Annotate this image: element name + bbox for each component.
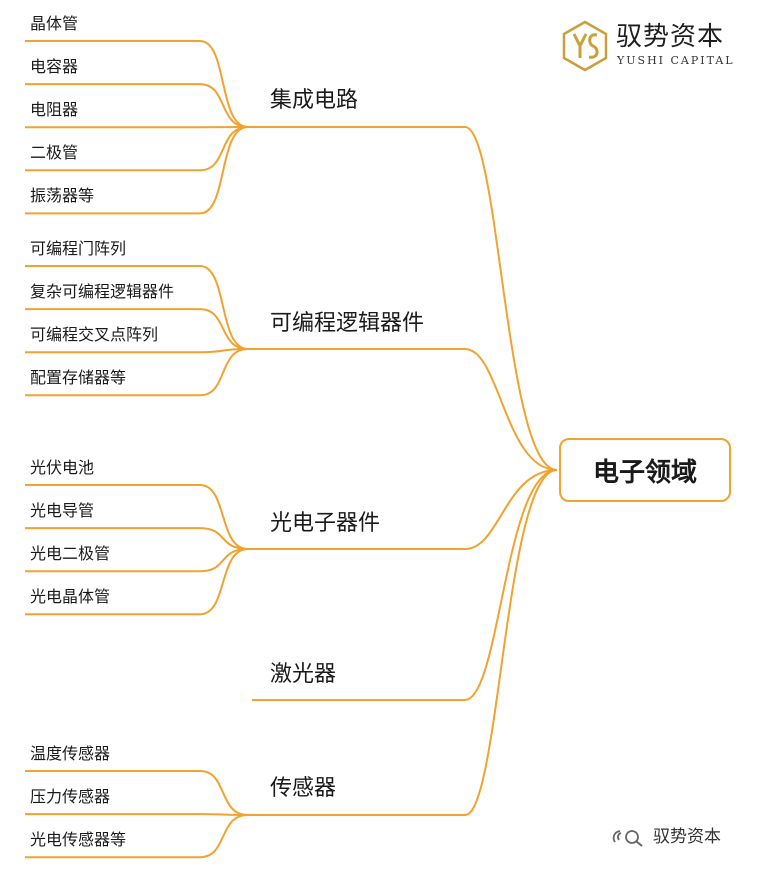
logo-name-en: YUSHI CAPITAL [617, 54, 735, 67]
leaf-label: 配置存储器等 [30, 368, 127, 388]
leaf-label: 温度传感器 [30, 744, 111, 763]
leaf-connector [25, 265, 249, 350]
leaf-label: 光伏电池 [30, 458, 95, 477]
leaf-connector [25, 83, 249, 128]
leaf-label: 晶体管 [30, 14, 79, 33]
leaf-label: 光电二极管 [30, 544, 111, 564]
leaf-label: 电阻器 [30, 100, 79, 120]
leaf-label: 可编程交叉点阵列 [30, 325, 159, 345]
branch-connector [464, 469, 558, 701]
branch-label: 集成电路 [270, 88, 359, 113]
leaf-connector [25, 40, 249, 128]
leaf-connector [25, 348, 249, 354]
branch-connector [464, 469, 558, 816]
leaf-connector [25, 484, 249, 550]
branch-label: 激光器 [270, 662, 337, 687]
leaf-label: 光电传感器等 [30, 830, 127, 850]
root-node: 电子领域 [559, 438, 731, 502]
leaf-connector [25, 548, 249, 573]
logo: 驭势资本 YUSHI CAPITAL [562, 20, 742, 72]
leaf-label: 二极管 [30, 143, 79, 163]
leaf-connector [25, 814, 249, 859]
leaf-connector [25, 126, 249, 172]
leaf-connector [25, 813, 249, 816]
leaf-connector [25, 527, 249, 550]
wechat-search-icon [612, 830, 643, 847]
leaf-label: 可编程门阵列 [30, 239, 127, 258]
logo-name: 驭势资本 [616, 22, 725, 52]
leaf-connector [25, 308, 249, 350]
leaf-connector [25, 348, 249, 397]
branch-connector [464, 126, 558, 471]
leaf-label: 压力传感器 [30, 787, 111, 807]
leaf-label: 振荡器等 [30, 186, 95, 206]
leaf-connector [25, 770, 249, 816]
leaf-connector [25, 126, 249, 215]
branch-label: 传感器 [270, 776, 337, 801]
ys-monogram-icon [562, 20, 608, 72]
branch-label: 可编程逻辑器件 [270, 311, 425, 336]
branch-connector [464, 348, 558, 471]
branch-label: 光电子器件 [270, 511, 381, 536]
leaf-label: 光电晶体管 [30, 587, 111, 607]
leaf-label: 电容器 [30, 57, 79, 77]
leaf-connector [25, 548, 249, 616]
leaf-label: 光电导管 [30, 501, 95, 521]
watermark-text: 驭势资本 [653, 827, 721, 847]
leaf-label: 复杂可编程逻辑器件 [30, 282, 175, 302]
branch-connector [464, 469, 558, 550]
